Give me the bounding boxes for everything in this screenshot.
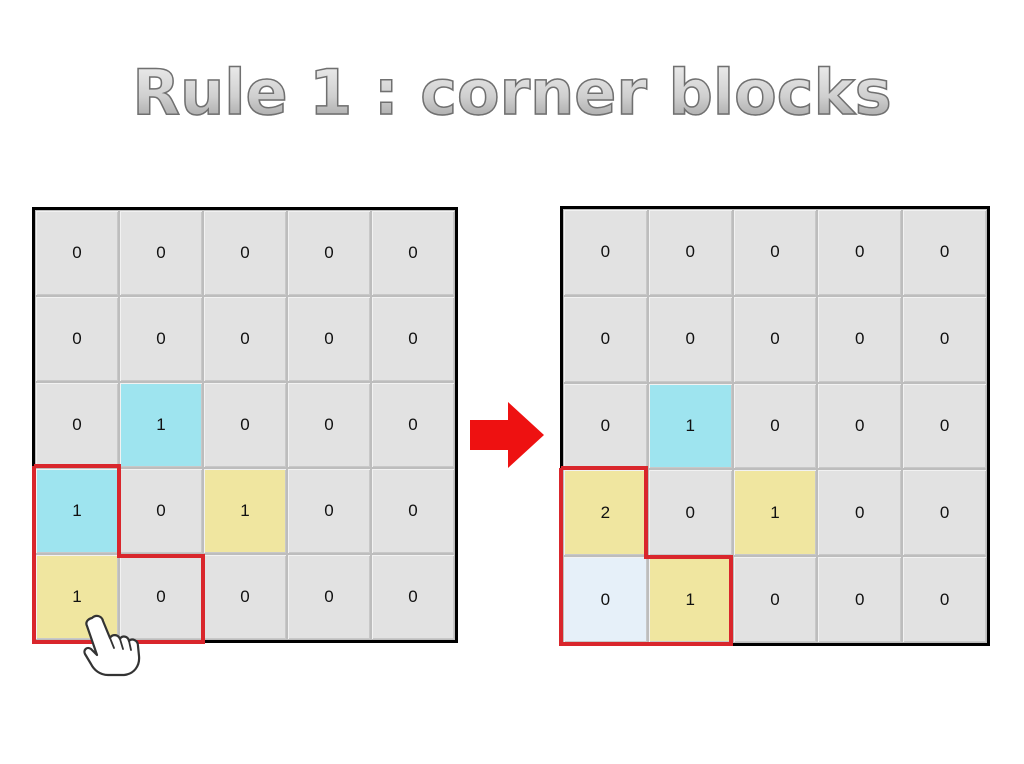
before-cell-r1-c5[interactable]: 0 [372, 211, 454, 295]
after-cell-r4-c2[interactable]: 0 [648, 470, 732, 556]
before-cell-r2-c4[interactable]: 0 [288, 297, 370, 381]
after-cell-r3-c3[interactable]: 0 [733, 383, 817, 469]
pointing-hand-icon [78, 612, 144, 683]
before-cell-r1-c4[interactable]: 0 [288, 211, 370, 295]
after-cell-r1-c2[interactable]: 0 [648, 210, 732, 295]
after-cell-r5-c4[interactable]: 0 [818, 557, 902, 642]
after-cell-r2-c4[interactable]: 0 [818, 296, 902, 382]
after-cell-r2-c5[interactable]: 0 [903, 296, 986, 382]
before-cell-r5-c3[interactable]: 0 [204, 555, 286, 639]
before-cell-r1-c3[interactable]: 0 [204, 211, 286, 295]
after-cell-r1-c1[interactable]: 0 [564, 210, 647, 295]
before-cell-r5-c4[interactable]: 0 [288, 555, 370, 639]
before-cell-r4-c2[interactable]: 0 [120, 469, 202, 553]
after-cell-r4-c5[interactable]: 0 [903, 470, 986, 556]
before-cell-r2-c1[interactable]: 0 [36, 297, 118, 381]
after-cell-r4-c3[interactable]: 1 [733, 470, 817, 556]
before-cell-r2-c5[interactable]: 0 [372, 297, 454, 381]
before-cell-r2-c3[interactable]: 0 [204, 297, 286, 381]
after-cell-r2-c3[interactable]: 0 [733, 296, 817, 382]
before-cell-r1-c2[interactable]: 0 [120, 211, 202, 295]
after-cell-r5-c5[interactable]: 0 [903, 557, 986, 642]
before-cell-r4-c3[interactable]: 1 [204, 469, 286, 553]
slide-title: Rule 1 : corner blocks [0, 55, 1024, 130]
before-cell-r3-c5[interactable]: 0 [372, 383, 454, 467]
after-cell-r5-c3[interactable]: 0 [733, 557, 817, 642]
before-cell-r5-c5[interactable]: 0 [372, 555, 454, 639]
after-cell-r4-c4[interactable]: 0 [818, 470, 902, 556]
after-cell-r3-c5[interactable]: 0 [903, 383, 986, 469]
after-cell-r1-c5[interactable]: 0 [903, 210, 986, 295]
after-cell-r3-c2[interactable]: 1 [648, 383, 732, 469]
after-cell-r4-c1[interactable]: 2 [564, 470, 647, 556]
before-cell-r3-c4[interactable]: 0 [288, 383, 370, 467]
before-cell-r4-c4[interactable]: 0 [288, 469, 370, 553]
after-cell-r3-c4[interactable]: 0 [818, 383, 902, 469]
before-cell-r3-c3[interactable]: 0 [204, 383, 286, 467]
after-cell-r2-c2[interactable]: 0 [648, 296, 732, 382]
after-cell-r5-c1[interactable]: 0 [564, 557, 647, 642]
before-cell-r4-c5[interactable]: 0 [372, 469, 454, 553]
after-cell-r2-c1[interactable]: 0 [564, 296, 647, 382]
before-cell-r4-c1[interactable]: 1 [36, 469, 118, 553]
before-cell-r3-c2[interactable]: 1 [120, 383, 202, 467]
after-cell-r3-c1[interactable]: 0 [564, 383, 647, 469]
after-cell-r5-c2[interactable]: 1 [648, 557, 732, 642]
right-arrow-icon [470, 402, 544, 473]
after-cell-r1-c4[interactable]: 0 [818, 210, 902, 295]
before-cell-r2-c2[interactable]: 0 [120, 297, 202, 381]
before-cell-r1-c1[interactable]: 0 [36, 211, 118, 295]
after-cell-r1-c3[interactable]: 0 [733, 210, 817, 295]
before-cell-r3-c1[interactable]: 0 [36, 383, 118, 467]
